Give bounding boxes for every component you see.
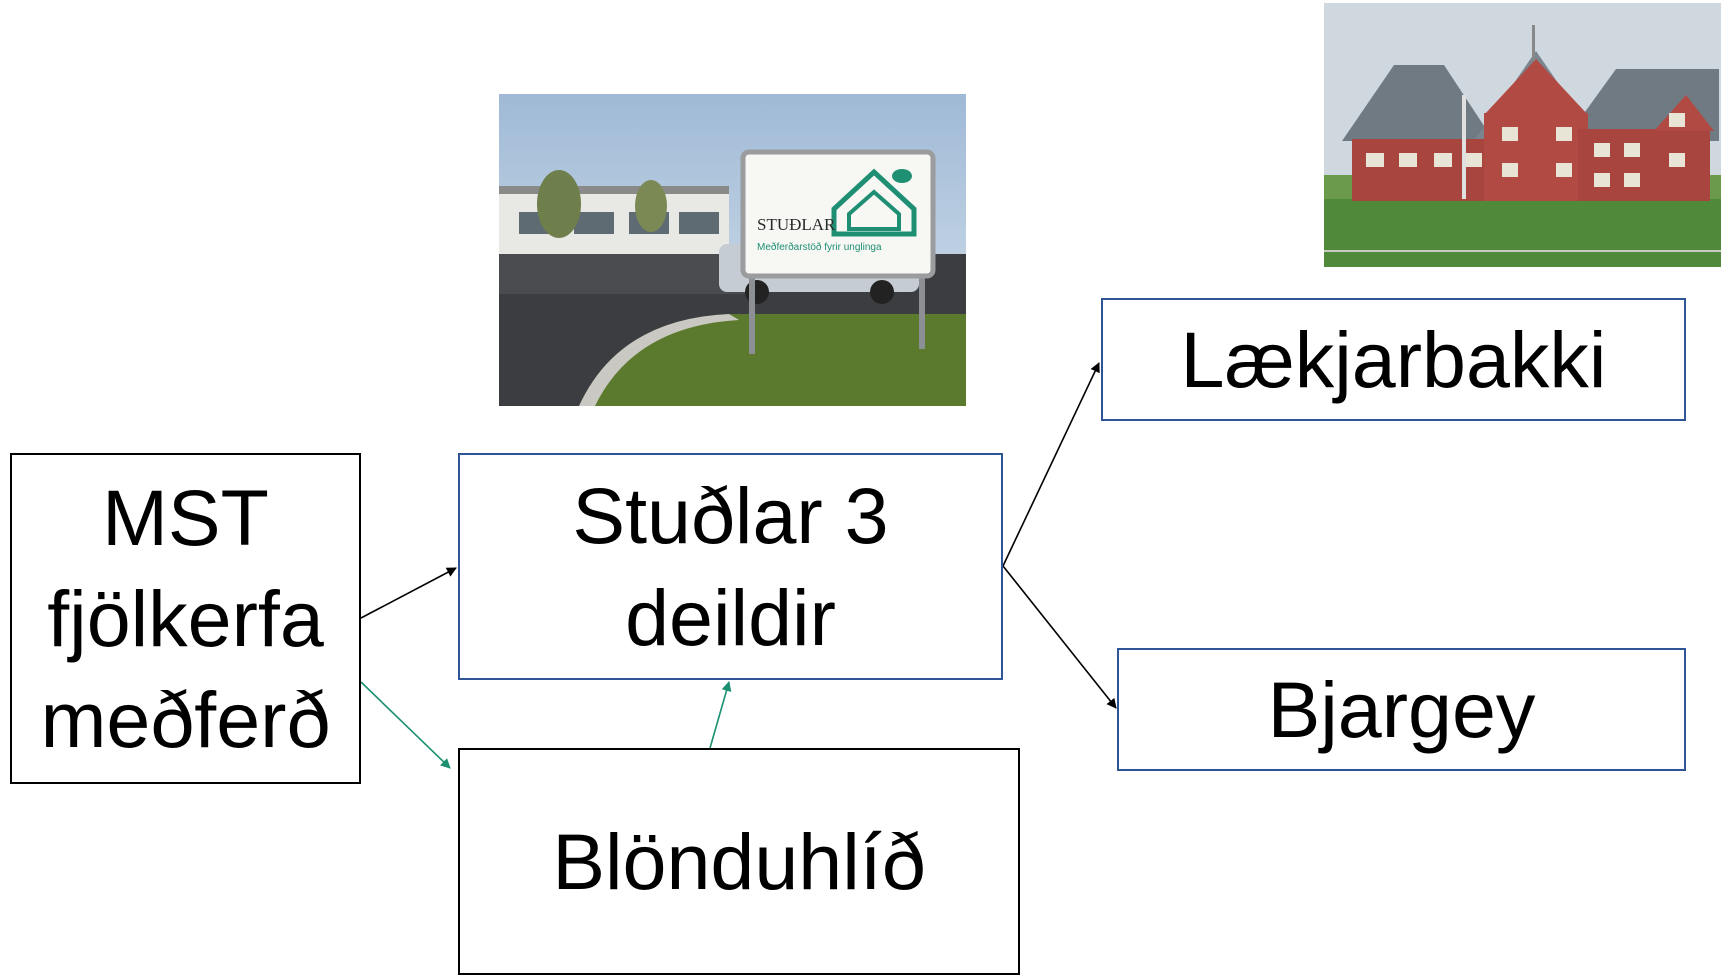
laekjarbakki-box: Lækjarbakki <box>1101 298 1686 421</box>
studlar-line-1: Stuðlar 3 <box>572 471 889 561</box>
arrow-mst-to-studlar <box>360 567 457 619</box>
arrow-blonduhlid-to-studlar <box>709 681 732 749</box>
laekjarbakki-label: Lækjarbakki <box>1180 314 1607 404</box>
arrow-studlar-to-bjargey <box>1002 565 1117 709</box>
sign-subtitle: Meðferðarstöð fyrir unglinga <box>757 241 882 253</box>
mst-line-1: MST <box>102 472 269 562</box>
studlar-box: Stuðlar 3 deildir <box>458 453 1003 680</box>
house-photo <box>1324 3 1721 267</box>
sign-title: STUÐLAR <box>757 215 836 234</box>
arrow-studlar-to-laekjarbakki <box>1002 362 1100 567</box>
mst-line-2: fjölkerfa <box>47 573 324 663</box>
mst-line-3: meðferð <box>40 675 331 765</box>
mst-box: MST fjölkerfa meðferð <box>10 453 361 784</box>
arrow-mst-to-blonduhlid <box>360 681 451 769</box>
studlar-line-2: deildir <box>625 572 836 662</box>
blonduhlid-label: Blönduhlíð <box>552 816 926 906</box>
studlar-photo: STUÐLAR Meðferðarstöð fyrir unglinga <box>499 94 966 406</box>
studlar-photo-image: STUÐLAR Meðferðarstöð fyrir unglinga <box>499 94 966 406</box>
house-photo-image <box>1324 3 1721 267</box>
bjargey-label: Bjargey <box>1267 664 1536 754</box>
bjargey-box: Bjargey <box>1117 648 1686 771</box>
blonduhlid-box: Blönduhlíð <box>458 748 1020 975</box>
